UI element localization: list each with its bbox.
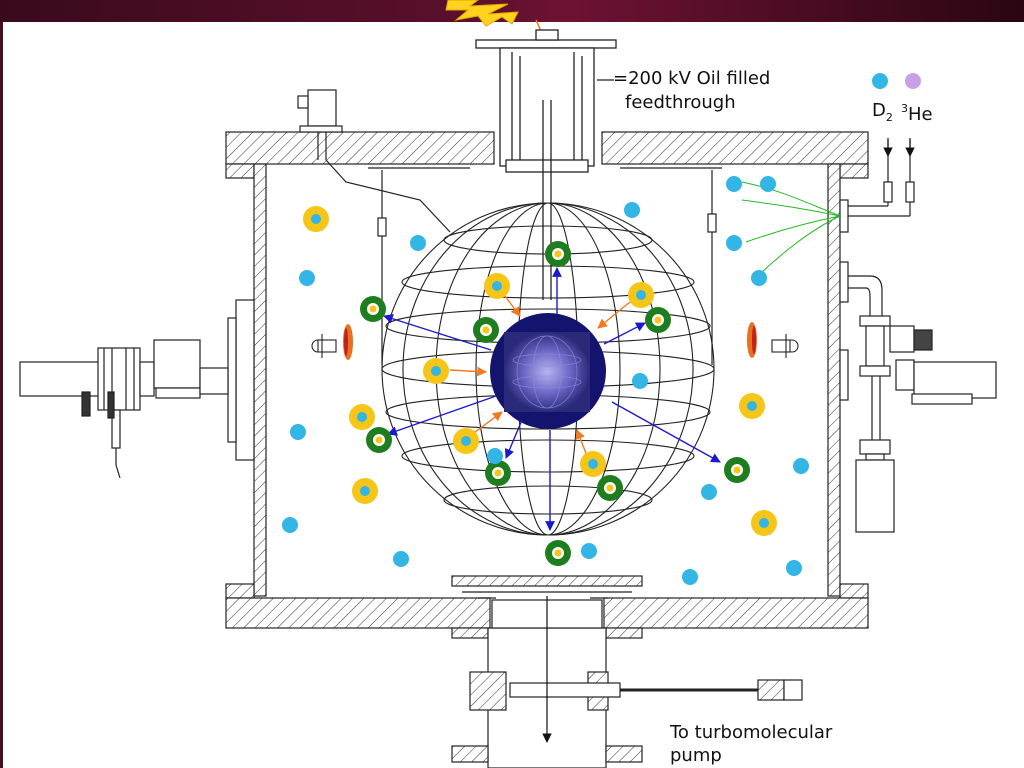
yellow-ion xyxy=(580,451,606,477)
deuterium-dot xyxy=(726,176,742,192)
ion-source-lamp-left xyxy=(311,324,353,360)
deuterium-dot xyxy=(299,270,315,286)
oil-feedthrough xyxy=(475,29,617,300)
green-ion xyxy=(545,241,571,267)
deuterium-dot xyxy=(393,551,409,567)
deuterium-particles xyxy=(282,176,809,585)
green-ion xyxy=(724,457,750,483)
pressure-gauge xyxy=(297,89,451,233)
pump-label-line2: pump xyxy=(670,745,722,766)
green-ion xyxy=(366,427,392,453)
deuterium-dot xyxy=(632,373,648,389)
deuterium-dot xyxy=(290,424,306,440)
pump-label-line1: To turbomolecular xyxy=(670,722,833,743)
helium3-superscript: 3 xyxy=(901,102,908,115)
yellow-ion xyxy=(303,206,329,232)
green-ion xyxy=(473,317,499,343)
deuterium-dot xyxy=(751,270,767,286)
green-ion xyxy=(545,540,571,566)
feedthrough-label-line2: feedthrough xyxy=(625,92,736,113)
deuterium-dot xyxy=(793,458,809,474)
ion-source-lamp-right xyxy=(747,322,799,358)
deuterium-dot xyxy=(410,235,426,251)
yellow-ion xyxy=(453,428,479,454)
deuterium-dot xyxy=(624,202,640,218)
deuterium-label: D2 xyxy=(872,100,893,124)
green-ion xyxy=(597,475,623,501)
deuterium-dot xyxy=(282,517,298,533)
left-port-assembly xyxy=(19,299,255,479)
chamber-bottom-wall xyxy=(225,575,869,629)
grid-support-rods xyxy=(368,167,722,365)
deuterium-dot xyxy=(786,560,802,576)
deuterium-dot xyxy=(682,569,698,585)
yellow-ion xyxy=(352,478,378,504)
yellow-ion xyxy=(628,282,654,308)
yellow-ion xyxy=(349,404,375,430)
helium3-symbol: He xyxy=(908,104,933,125)
helium3-legend-dot xyxy=(905,73,921,89)
helium3-label: 3He xyxy=(901,102,933,128)
plasma-cathode xyxy=(490,313,606,429)
yellow-ion xyxy=(751,510,777,536)
deuterium-symbol: D xyxy=(872,100,886,121)
green-ion xyxy=(645,307,671,333)
deuterium-legend-dot xyxy=(872,73,888,89)
deuterium-dot xyxy=(487,448,503,464)
green-ion xyxy=(360,296,386,322)
yellow-ion xyxy=(484,273,510,299)
deuterium-dot xyxy=(581,543,597,559)
gas-inlet xyxy=(741,138,915,275)
product-arrows xyxy=(383,267,721,531)
green-ion xyxy=(485,460,511,486)
left-edge-bar xyxy=(0,22,3,768)
green-ions xyxy=(360,241,750,566)
deuterium-dot xyxy=(701,484,717,500)
ion-arrows xyxy=(449,295,631,457)
deuterium-dot xyxy=(726,235,742,251)
chamber-side-walls xyxy=(253,163,841,597)
feedthrough-label-line1: =200 kV Oil filled xyxy=(613,68,771,89)
deuterium-subscript: 2 xyxy=(885,111,893,124)
right-port-assembly xyxy=(839,261,997,533)
title-bar xyxy=(0,0,1024,22)
deuterium-dot xyxy=(760,176,776,192)
yellow-ion xyxy=(423,358,449,384)
yellow-ion xyxy=(739,393,765,419)
yellow-ions xyxy=(303,206,777,536)
